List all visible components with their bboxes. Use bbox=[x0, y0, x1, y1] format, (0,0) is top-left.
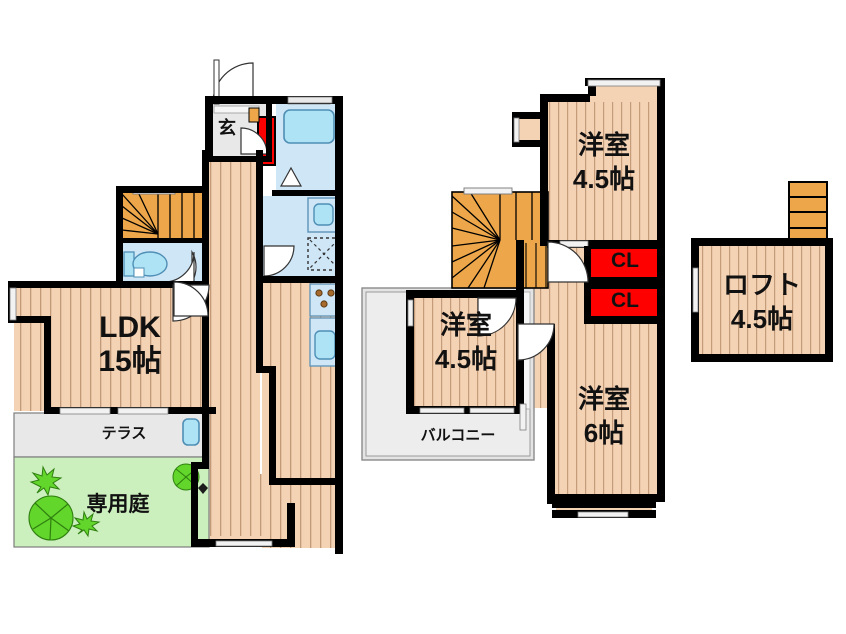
vanity-sink bbox=[307, 197, 341, 233]
stair-run-2f bbox=[525, 243, 547, 288]
staircase-2f bbox=[451, 187, 549, 289]
small-tree-icon-2 bbox=[71, 510, 101, 538]
terrace bbox=[13, 412, 210, 458]
small-tree-icon-1 bbox=[29, 465, 63, 497]
ldk-door bbox=[173, 281, 209, 317]
loft-floor bbox=[697, 244, 827, 360]
bathtub bbox=[283, 109, 335, 144]
stepping-stone-icon bbox=[198, 483, 208, 494]
loft-group bbox=[691, 181, 833, 362]
walls-loft bbox=[691, 238, 833, 362]
toilet-room bbox=[122, 242, 208, 285]
room-western-45-top-floor bbox=[547, 100, 658, 240]
door-western-45-top bbox=[547, 241, 589, 283]
door-western-45-left bbox=[477, 297, 517, 337]
loft-ladder bbox=[788, 181, 828, 245]
washroom bbox=[262, 196, 341, 282]
bathroom-unit bbox=[276, 97, 340, 193]
second-floor-group bbox=[361, 78, 665, 518]
bay-top bbox=[588, 85, 658, 102]
bathroom-door bbox=[279, 166, 303, 187]
outdoor-faucet bbox=[182, 418, 200, 446]
door-western-6 bbox=[517, 323, 555, 361]
washer-space bbox=[307, 237, 341, 271]
staircase-1f bbox=[121, 187, 209, 243]
tree-icon bbox=[28, 495, 74, 541]
walls-1f bbox=[8, 96, 343, 554]
private-garden bbox=[13, 456, 210, 548]
closet-lower bbox=[589, 287, 661, 319]
first-floor-group bbox=[8, 59, 343, 554]
closet-upper bbox=[589, 247, 661, 279]
washroom-door bbox=[263, 245, 295, 277]
room-western-6-floor-b bbox=[547, 398, 658, 502]
